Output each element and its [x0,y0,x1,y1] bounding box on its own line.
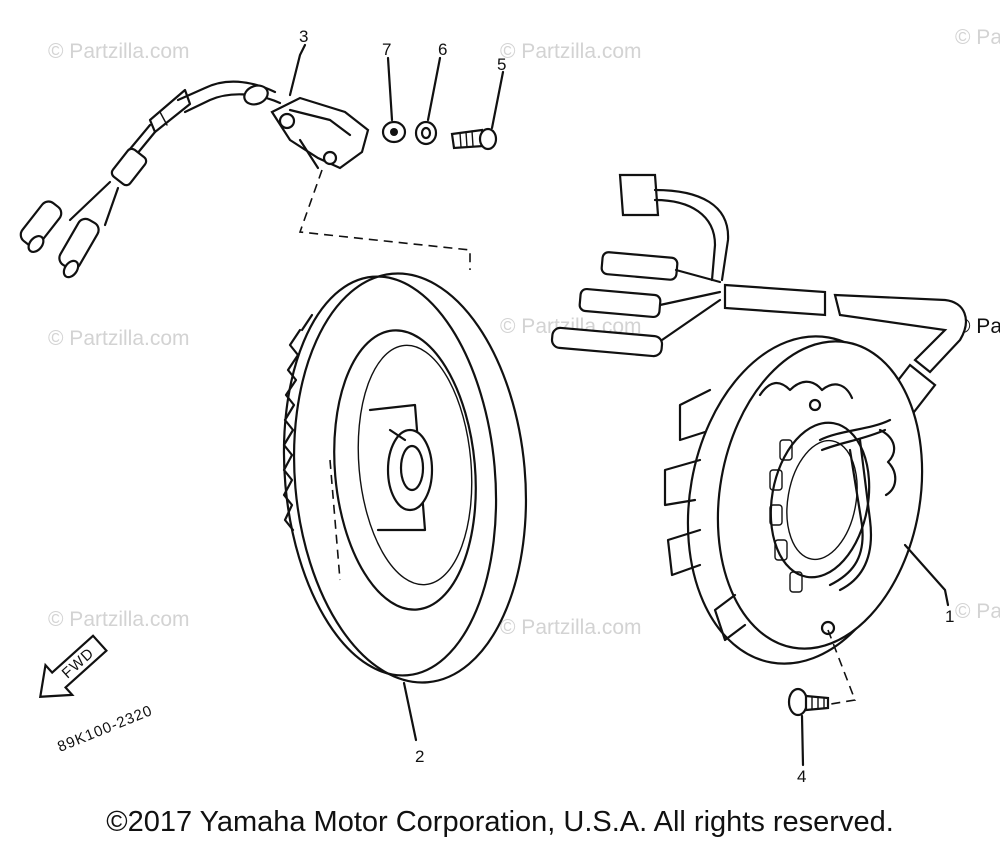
watermark: © Partzilla.com [500,616,642,639]
pulser-coil-assembly [19,80,370,279]
washer-part-7 [381,120,407,144]
watermark: © Pa [955,600,1000,623]
screw-part-5 [450,127,498,151]
watermark: © Pa [955,26,1000,49]
callout-6: 6 [438,40,447,59]
callout-3: 3 [299,27,308,46]
watermark: © Partzilla.com [48,608,190,631]
stator-part-1 [550,173,967,665]
copyright-notice: ©2017 Yamaha Motor Corporation, U.S.A. A… [106,806,894,838]
watermark-layer: © Partzilla.com © Partzilla.com © Pa © P… [48,26,1000,639]
callout-7: 7 [382,40,391,59]
callout-labels: 3 7 6 5 1 2 4 [299,27,954,786]
callout-5: 5 [497,55,506,74]
drawing-code: 89K100-2320 [55,702,155,756]
callout-4: 4 [797,767,806,786]
flywheel-part-2 [282,272,528,684]
watermark: © Partzilla.com [48,327,190,350]
watermark: © Partzilla.com [500,40,642,63]
spring-washer-part-6 [414,120,438,146]
callout-1: 1 [945,607,954,626]
watermark: © Partzilla.com [48,40,190,63]
assembly-leader-line [298,169,471,270]
callout-leaders [288,43,805,767]
callout-2: 2 [415,747,424,766]
screw-part-4 [787,687,830,717]
stator-screw-leader-line [824,629,857,706]
fwd-arrow: FWD [38,634,108,698]
